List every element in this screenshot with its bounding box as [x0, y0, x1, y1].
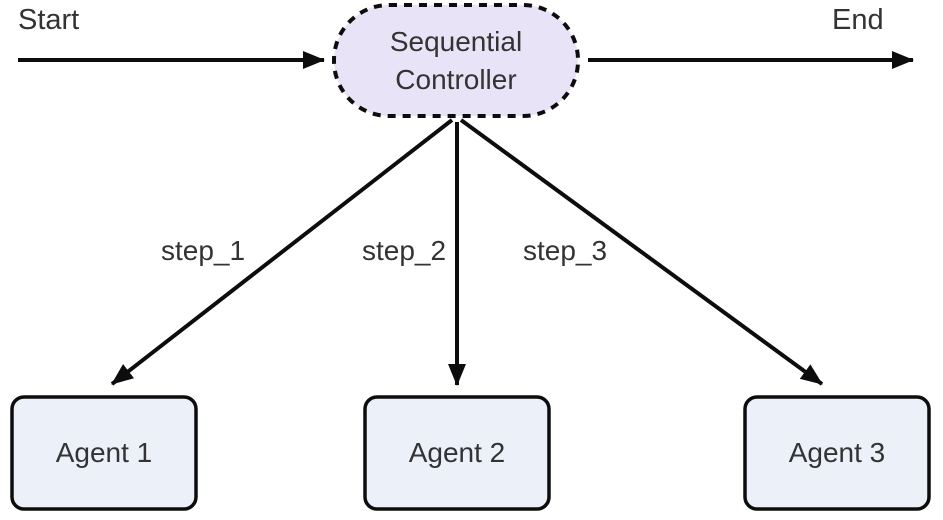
- start-label: Start: [18, 4, 80, 36]
- edge-controller-to-agent-1: [110, 118, 454, 386]
- agent-2-node-shape: [363, 395, 551, 511]
- agent-1-node-shape: [10, 395, 198, 511]
- edge-controller-to-agent-3: [459, 118, 824, 386]
- agent-1-node-label: Agent 1: [55, 437, 153, 469]
- controller-node-shape: [332, 3, 580, 118]
- agent-2-node-label: Agent 2: [408, 437, 506, 469]
- edge-label-step-1: step_1: [157, 235, 249, 267]
- end-label: End: [832, 4, 884, 36]
- agent-3-node-shape: [743, 395, 931, 511]
- agent-3-node-label: Agent 3: [788, 437, 886, 469]
- edge-label-step-3: step_3: [519, 235, 611, 267]
- controller-node-label: Sequential Controller: [389, 25, 523, 95]
- edge-label-step-2: step_2: [358, 235, 450, 267]
